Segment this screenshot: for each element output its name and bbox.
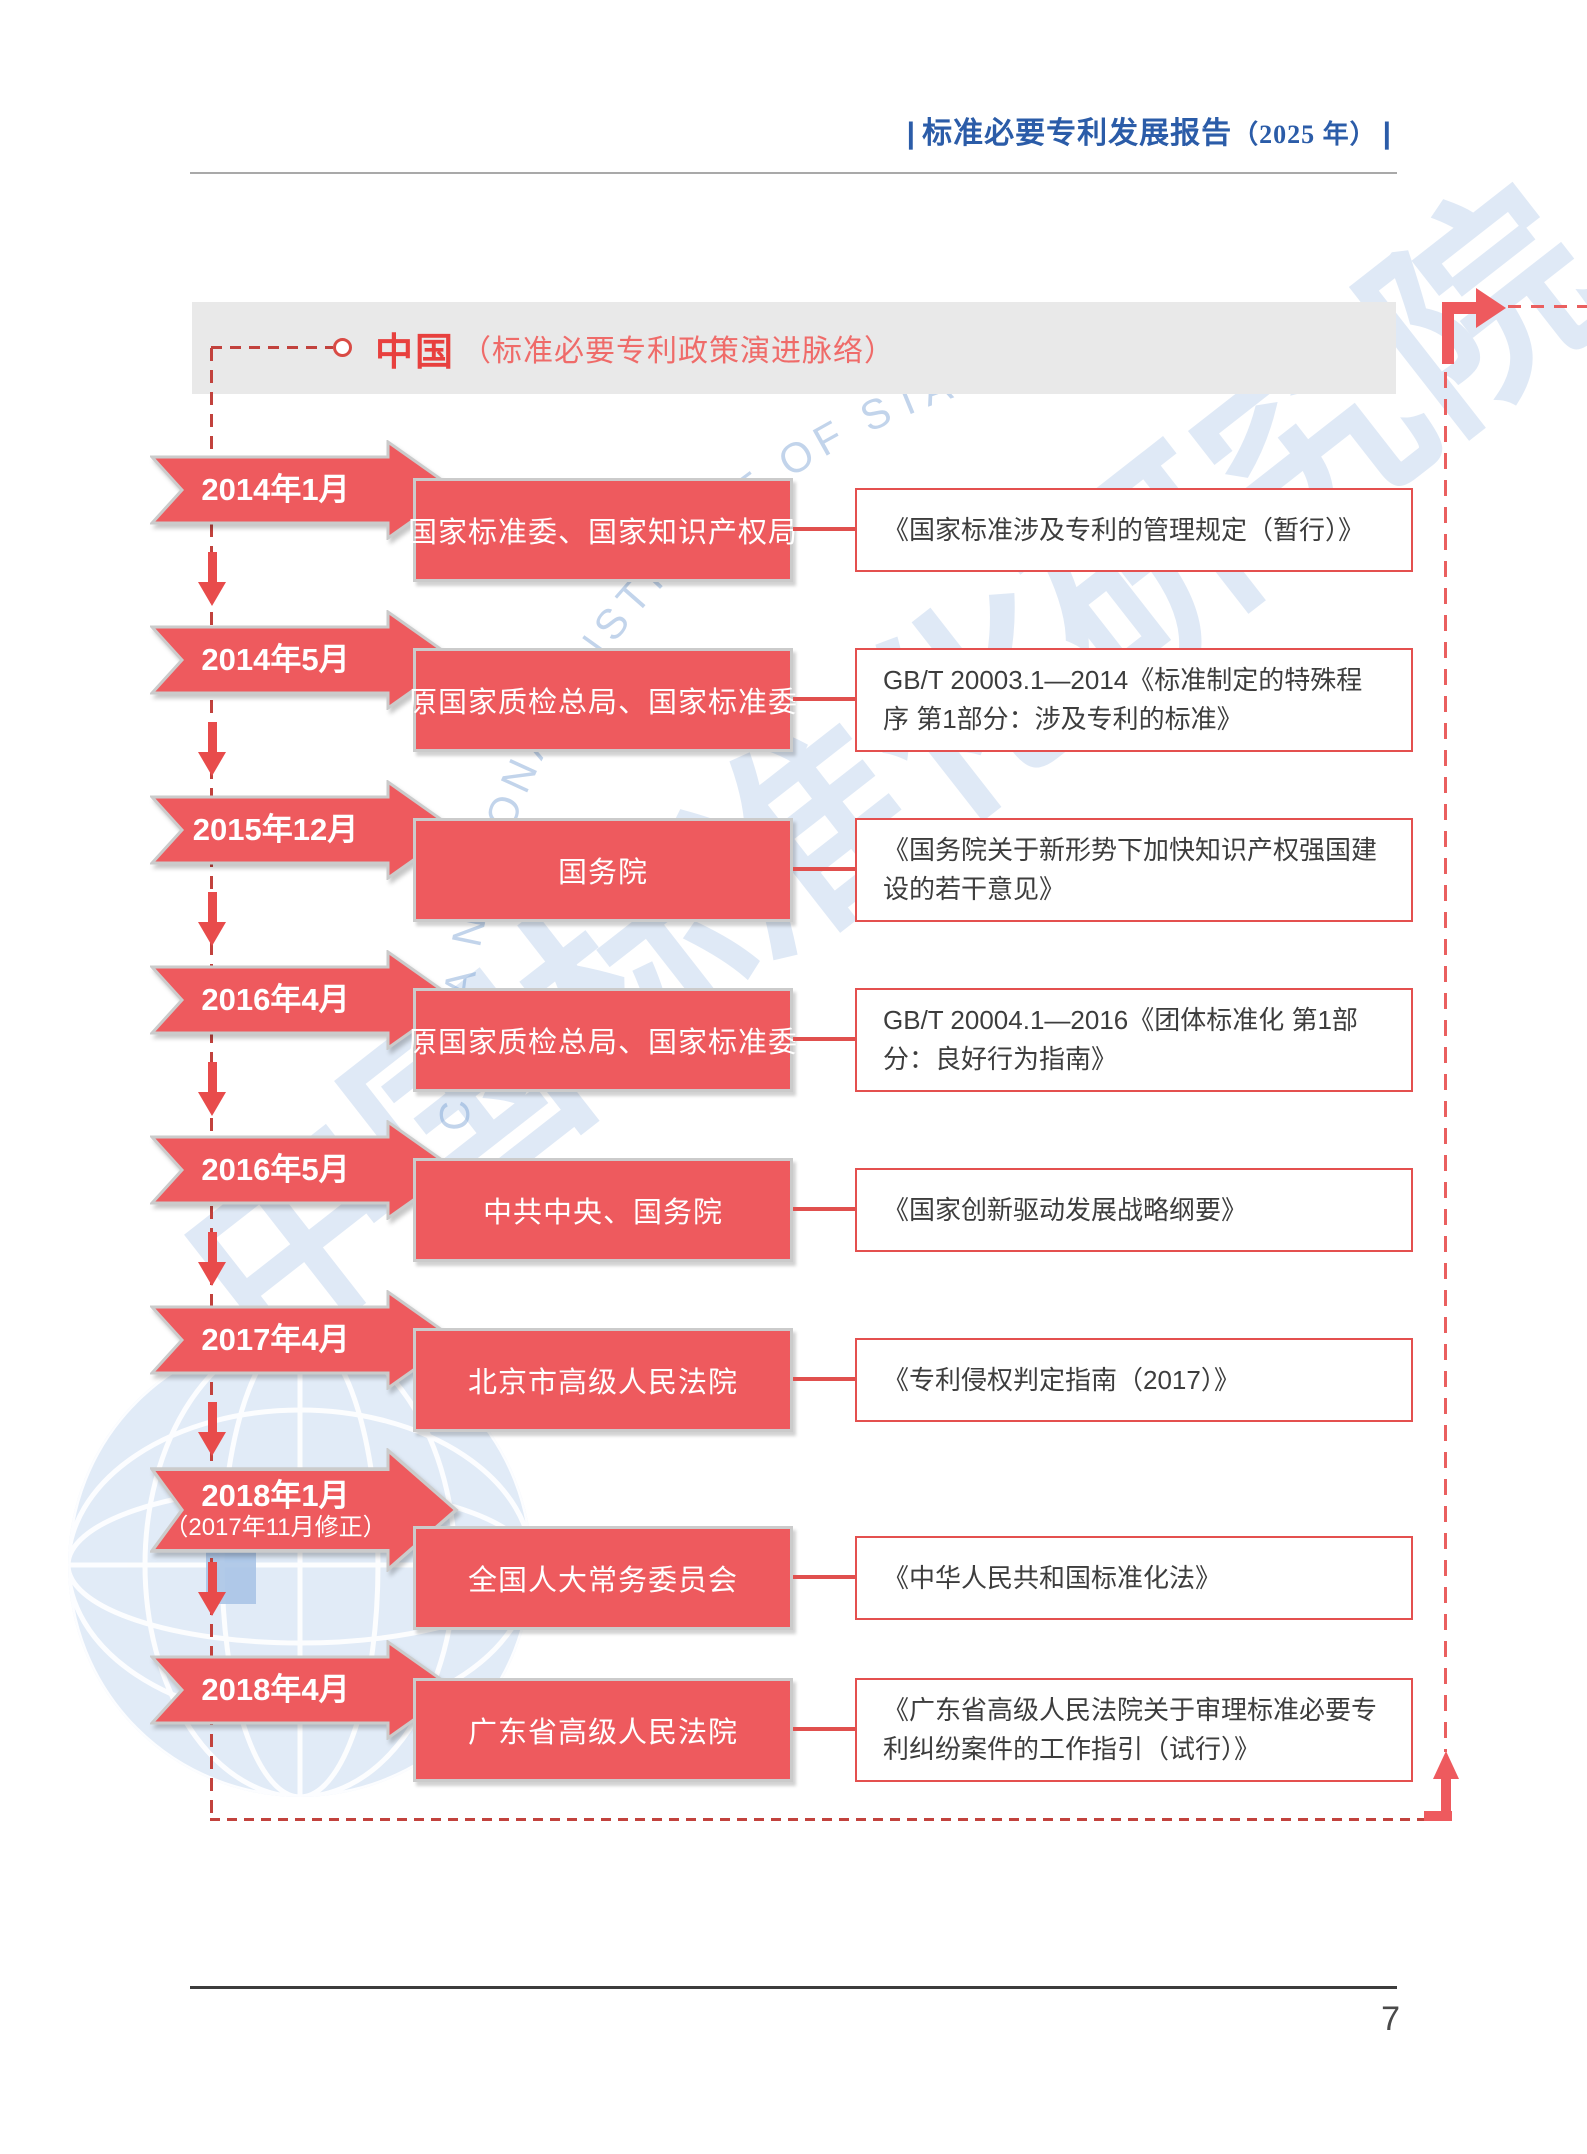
- header-year: （2025 年）: [1232, 120, 1377, 149]
- connector-line: [793, 1575, 855, 1579]
- banner-circle-marker: [333, 338, 352, 357]
- connector-line: [793, 1207, 855, 1211]
- timeline-row: 2018年4月 广东省高级人民法院 《广东省高级人民法院关于审理标准必要专利纠纷…: [0, 1640, 1587, 1830]
- top-right-elbow: [1442, 302, 1478, 314]
- date-label-group: 2016年5月: [158, 1120, 393, 1220]
- header-bar-left: |: [906, 117, 917, 150]
- down-arrow-icon: [198, 1562, 226, 1616]
- section-title: 中国 （标准必要专利政策演进脉络）: [375, 302, 895, 394]
- date-label: 2015年12月: [192, 812, 359, 848]
- doc-box: GB/T 20004.1—2016《团体标准化 第1部分：良好行为指南》: [855, 988, 1413, 1092]
- banner-dash-line: [211, 346, 333, 349]
- timeline-row: 2014年5月 原国家质检总局、国家标准委 GB/T 20003.1—2014《…: [0, 610, 1587, 800]
- doc-box: GB/T 20003.1—2014《标准制定的特殊程序 第1部分：涉及专利的标准…: [855, 648, 1413, 752]
- timeline-dashed-line-exit: [1508, 305, 1587, 308]
- bottom-right-elbow: [1441, 1779, 1451, 1821]
- doc-box: 《广东省高级人民法院关于审理标准必要专利纠纷案件的工作指引（试行）》: [855, 1678, 1413, 1782]
- doc-box: 《国家创新驱动发展战略纲要》: [855, 1168, 1413, 1252]
- doc-box: 《中华人民共和国标准化法》: [855, 1536, 1413, 1620]
- top-right-elbow: [1442, 302, 1454, 364]
- connector-line: [793, 697, 855, 701]
- org-box: 中共中央、国务院: [413, 1158, 793, 1262]
- timeline-row: 2016年4月 原国家质检总局、国家标准委 GB/T 20004.1—2016《…: [0, 950, 1587, 1140]
- date-note: （2017年11月修正）: [164, 1514, 387, 1542]
- timeline-row: 2015年12月 国务院 《国务院关于新形势下加快知识产权强国建设的若干意见》: [0, 780, 1587, 970]
- page-header-title: |标准必要专利发展报告（2025 年）|: [901, 108, 1398, 152]
- date-arrow-banner-icon: [150, 440, 459, 540]
- page-number: 7: [1381, 2000, 1400, 2038]
- doc-box: 《国务院关于新形势下加快知识产权强国建设的若干意见》: [855, 818, 1413, 922]
- date-label: 2014年1月: [201, 472, 350, 508]
- header-rule: [190, 172, 1397, 174]
- down-arrow-icon: [198, 892, 226, 946]
- timeline-dashed-line-right: [1444, 372, 1447, 1752]
- org-box: 广东省高级人民法院: [413, 1678, 793, 1782]
- header-title-text: 标准必要专利发展报告: [922, 117, 1233, 150]
- down-arrow-icon: [198, 1232, 226, 1286]
- org-box: 国家标准委、国家知识产权局: [408, 478, 797, 582]
- date-label-group: 2014年1月: [158, 440, 393, 540]
- timeline-row: 2016年5月 中共中央、国务院 《国家创新驱动发展战略纲要》: [0, 1120, 1587, 1310]
- org-box: 北京市高级人民法院: [413, 1328, 793, 1432]
- date-label: 2018年4月: [201, 1672, 350, 1708]
- org-box: 原国家质检总局、国家标准委: [408, 988, 797, 1092]
- date-label: 2016年4月: [201, 982, 350, 1018]
- date-arrow-banner-icon: [150, 780, 459, 880]
- section-banner: 中国 （标准必要专利政策演进脉络）: [192, 302, 1396, 394]
- date-arrow-banner-icon: [150, 610, 459, 710]
- timeline-row: 2014年1月 国家标准委、国家知识产权局 《国家标准涉及专利的管理规定（暂行）…: [0, 440, 1587, 630]
- section-title-subtitle: （标准必要专利政策演进脉络）: [461, 335, 896, 368]
- timeline-row: 2018年1月 （2017年11月修正） 全国人大常务委员会 《中华人民共和国标…: [0, 1448, 1587, 1638]
- down-arrow-icon: [198, 552, 226, 606]
- down-arrow-icon: [198, 1402, 226, 1456]
- connector-line: [793, 1377, 855, 1381]
- header-bar-right: |: [1382, 117, 1392, 150]
- date-label-group: 2016年4月: [158, 950, 393, 1050]
- down-arrow-icon: [198, 722, 226, 776]
- date-label-group: 2017年4月: [158, 1290, 393, 1390]
- connector-line: [793, 1037, 855, 1041]
- footer-rule: [190, 1986, 1397, 1989]
- doc-box: 《国家标准涉及专利的管理规定（暂行）》: [855, 488, 1413, 572]
- date-label-group: 2018年1月 （2017年11月修正）: [158, 1448, 393, 1572]
- connector-line: [793, 527, 855, 531]
- date-label: 2014年5月: [201, 642, 350, 678]
- bottom-right-elbow: [1424, 1811, 1452, 1821]
- doc-box: 《专利侵权判定指南（2017）》: [855, 1338, 1413, 1422]
- date-label: 2016年5月: [201, 1152, 350, 1188]
- date-arrow-banner-icon: [150, 1120, 459, 1220]
- date-label-group: 2015年12月: [158, 780, 393, 880]
- date-label: 2018年1月: [201, 1478, 350, 1514]
- date-label-group: 2014年5月: [158, 610, 393, 710]
- section-title-country: 中国: [375, 331, 456, 374]
- date-arrow-banner-icon: [150, 950, 459, 1050]
- date-label-group: 2018年4月: [158, 1640, 393, 1740]
- timeline-dashed-line-bottom: [210, 1818, 1426, 1821]
- connector-line: [793, 867, 855, 871]
- arrow-right-icon: [1476, 288, 1506, 328]
- org-box: 国务院: [413, 818, 793, 922]
- arrow-up-icon: [1433, 1751, 1459, 1779]
- org-box: 原国家质检总局、国家标准委: [408, 648, 797, 752]
- connector-line: [793, 1727, 855, 1731]
- date-label: 2017年4月: [201, 1322, 350, 1358]
- org-box: 全国人大常务委员会: [413, 1526, 793, 1630]
- down-arrow-icon: [198, 1062, 226, 1116]
